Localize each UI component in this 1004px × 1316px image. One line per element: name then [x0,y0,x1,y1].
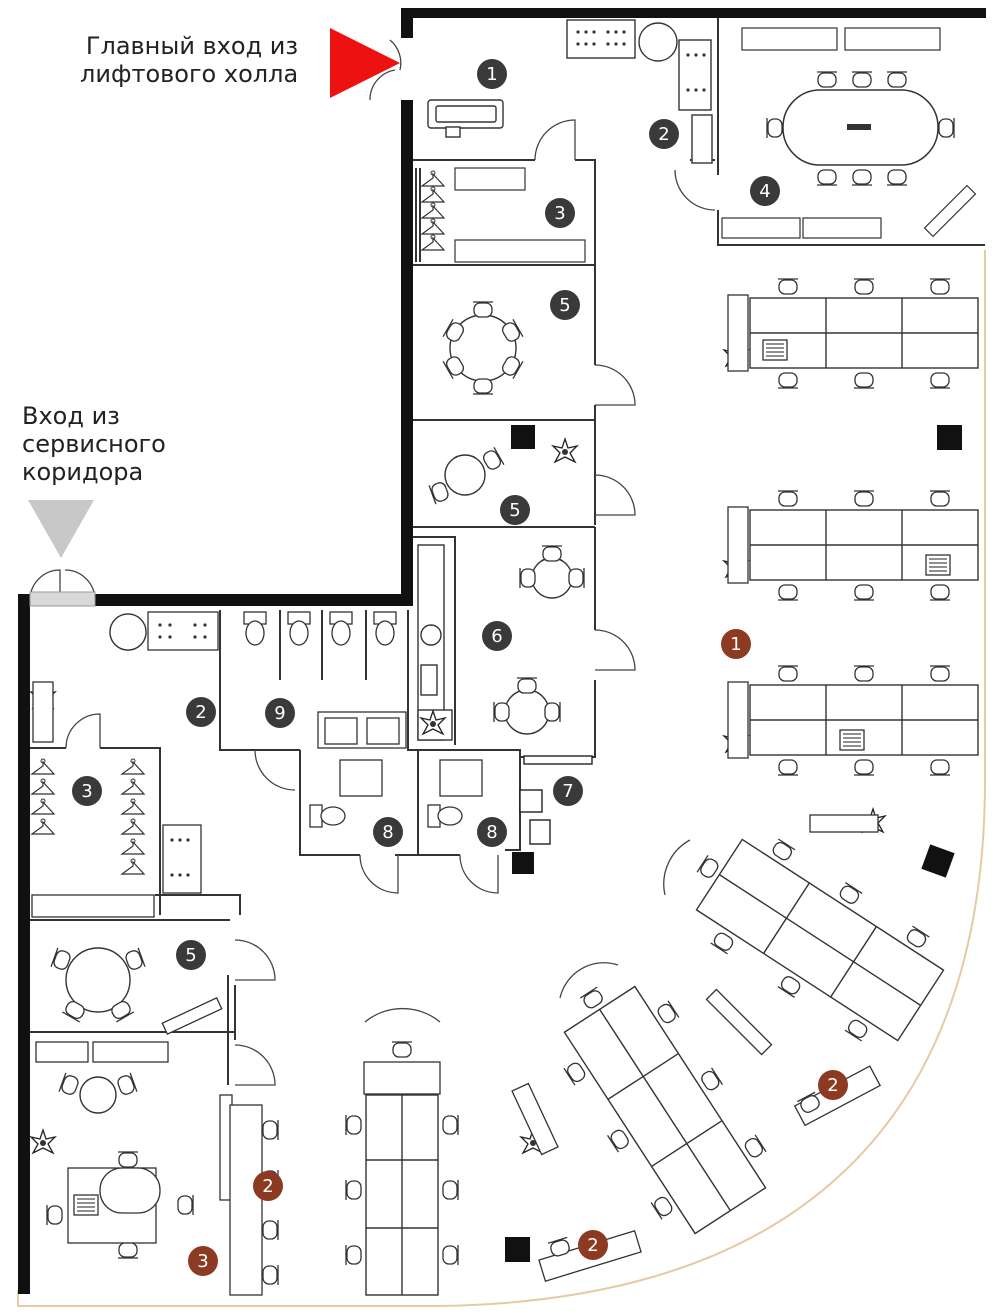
desk-cluster-3 [727,665,979,776]
badge-side-desk-bottom: 2 [578,1230,608,1260]
badge-reception: 1 [477,59,507,89]
appliance-grid [576,30,706,92]
badge-restrooms: 9 [265,698,295,728]
badge-open-space: 1 [721,629,751,659]
structural-columns [505,425,962,1262]
desk-cluster-angled-1 [695,838,945,1042]
service-entrance-arrow [28,500,94,558]
badge-meeting-round-left: 5 [176,940,206,970]
service-entrance-label: Вход из сервисного коридора [22,402,166,486]
badge-kitchenette-left: 2 [186,697,216,727]
exterior-walls [18,8,986,1294]
badge-wc-left: 8 [373,817,403,847]
desk-cluster-2 [727,490,979,601]
wardrobe-top [421,167,586,263]
badge-print-area: 7 [553,776,583,806]
badge-side-desk-left: 2 [253,1171,283,1201]
badge-storage-bottom: 3 [188,1246,218,1276]
main-entrance-arrow [330,28,400,98]
badge-kitchenette-top: 2 [649,119,679,149]
badge-kitchen: 6 [482,621,512,651]
main-entrance-label: Главный вход из лифтового холла [80,32,299,88]
badge-wardrobe-top: 3 [545,198,575,228]
interior-walls [30,18,985,1085]
left-wing-furniture [31,611,223,1244]
kitchen-counter [417,544,453,741]
meeting-table-large [721,27,977,239]
badge-side-desk-right: 2 [818,1070,848,1100]
desk-cluster-angled-2 [563,985,767,1235]
badge-meeting-round-mid: 5 [500,495,530,525]
badge-wardrobe-left: 3 [72,776,102,806]
print-area [519,755,593,845]
badge-wc-right: 8 [477,817,507,847]
desk-cluster-1 [727,278,979,389]
desk-cluster-vertical [345,1041,459,1296]
side-desks [219,1065,882,1296]
door-swings [29,39,716,1086]
floor-outline-curve [17,250,986,1307]
reception-furniture [427,19,713,164]
badge-meeting-large: 4 [750,176,780,206]
restroom-fixtures [243,611,483,828]
badge-meeting-round-top: 5 [550,290,580,320]
